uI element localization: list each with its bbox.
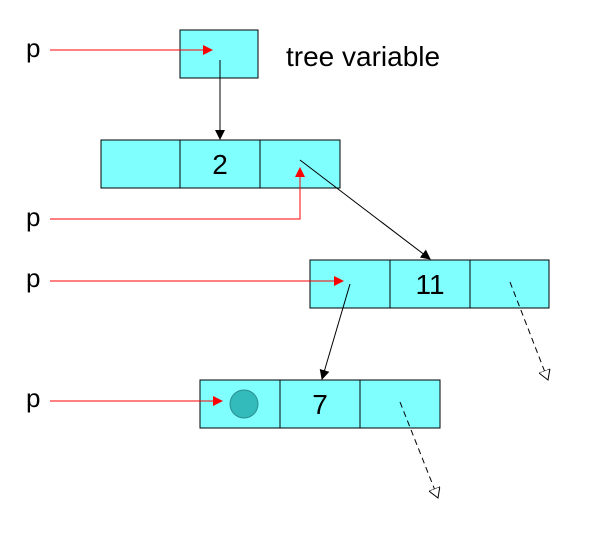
root-node: 2 [100, 139, 341, 189]
pointer-label-1: p [26, 33, 40, 63]
tree-variable-cell [179, 29, 259, 79]
left-grandchild-null-link-arrow [399, 401, 438, 498]
root-to-right-child-arrow [299, 159, 431, 260]
root-value-cell [179, 139, 261, 189]
left-grandchild-value-cell [279, 379, 361, 429]
null-marker-circle [229, 389, 259, 419]
pointer-label-3: p [26, 263, 40, 293]
right-child-to-left-grandchild-arrow [319, 283, 351, 380]
right-child-null-link-arrow [509, 281, 548, 380]
left-grandchild-node: 7 [199, 379, 441, 429]
pointer-arrow-2 [50, 167, 305, 220]
root-value: 2 [212, 149, 228, 180]
pointer-label-2: p [26, 202, 40, 232]
tree-variable-label: tree variable [286, 41, 440, 72]
left-grandchild-right-link-cell [359, 379, 441, 429]
left-grandchild-value: 7 [312, 389, 328, 420]
root-left-link-cell [100, 139, 181, 189]
right-child-right-link-cell [469, 259, 550, 309]
right-child-value: 11 [415, 269, 444, 300]
pointer-label-4: p [26, 383, 40, 413]
right-child-node: 11 [309, 259, 550, 309]
